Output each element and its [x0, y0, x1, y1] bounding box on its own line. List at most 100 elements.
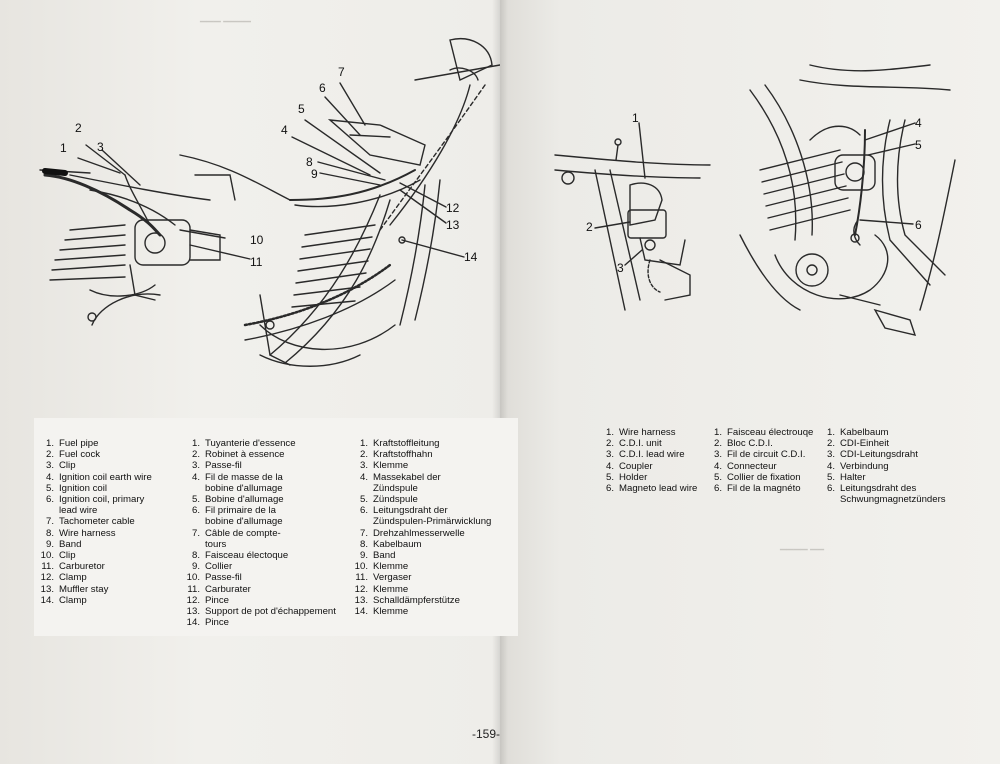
legend-item: 5.Collier de fixation	[713, 471, 801, 483]
legend-item: 1.Tuyanterie d'essence	[191, 438, 296, 449]
legend-item: 5.Holder	[605, 471, 648, 483]
legend-item: 3.Passe-fil	[191, 460, 242, 472]
legend-item: 6.Ignition coil, primary	[45, 494, 145, 506]
legend-item-continuation: bobine d'allumage	[205, 482, 283, 494]
legend-item: 9.Band	[45, 538, 82, 550]
legend-item: 2.Bloc C.D.I.	[713, 438, 773, 450]
legend-item: 3.Klemme	[359, 460, 409, 472]
legend-item: 2.Kraftstoffhahn	[359, 449, 433, 461]
callout-13: 13	[446, 218, 460, 232]
callout-1: 1	[632, 111, 639, 125]
callout-9: 9	[311, 167, 318, 181]
legend-item: 11.Carburater	[187, 583, 251, 595]
legend-item: 1.Wire harness	[605, 427, 676, 438]
legend-item: 8.Wire harness	[45, 527, 116, 539]
legend-item: 12.Clamp	[40, 572, 87, 584]
legend-item: 1.Faisceau électrouqe	[713, 427, 814, 438]
legend-item: 5.Bobine d'allumage	[191, 494, 284, 506]
legend-item: 10.Klemme	[354, 561, 409, 573]
callout-14: 14	[464, 250, 478, 264]
legend-item: 7.Drehzahlmesserwelle	[359, 527, 465, 539]
callout-2: 2	[75, 121, 82, 135]
legend-item: 6.Magneto lead wire	[605, 483, 698, 495]
legend-item-continuation: Zündspule	[373, 482, 418, 494]
callout-3: 3	[617, 261, 624, 275]
callout-8: 8	[306, 155, 313, 169]
legend-item-continuation: Schwungmagnetzünders	[840, 494, 946, 506]
page-number: -159-	[472, 727, 501, 741]
legend-item: 5.Zündspule	[359, 494, 418, 506]
legend-item: 3.CDI-Leitungsdraht	[826, 449, 918, 461]
legend-item: 2.C.D.I. unit	[605, 438, 662, 450]
legend-item: 4.Connecteur	[713, 460, 777, 472]
legend-item: 7.Tachometer cable	[45, 516, 135, 528]
legend-item: 14.Klemme	[354, 606, 409, 618]
legend-item: 13.Muffler stay	[40, 583, 109, 595]
legend-item: 13.Schalldämpferstütze	[354, 594, 460, 606]
left-wiring-diagram	[39, 38, 500, 367]
legend-item: 9.Collier	[191, 561, 233, 573]
legend-item: 4.Fil de masse de la	[191, 471, 283, 483]
legend-item: 4.Verbindung	[826, 460, 889, 472]
bleed-through-text: ▁▁▁ ▁▁▁▁	[200, 12, 251, 22]
legend-item-continuation: Zündspulen-Primärwicklung	[373, 516, 492, 528]
callout-7: 7	[338, 65, 345, 79]
legend-item: 12.Pince	[186, 594, 229, 606]
callout-6: 6	[915, 218, 922, 232]
legend-item: 4.Coupler	[605, 460, 653, 472]
callout-5: 5	[298, 102, 305, 116]
legend-item: 8.Kabelbaum	[359, 538, 422, 550]
right-legend-german: 1.Kabelbaum 2.CDI-Einheit 3.CDI-Leitungs…	[817, 427, 967, 505]
left-page	[0, 0, 500, 764]
right-legend-french: 1.Faisceau électrouqe 2.Bloc C.D.I. 3.Fi…	[704, 427, 824, 494]
legend-item-continuation: tours	[205, 538, 227, 550]
callout-10: 10	[250, 233, 264, 247]
legend-item: 11.Carburetor	[41, 561, 105, 573]
legend-item-continuation: bobine d'allumage	[205, 516, 283, 528]
legend-item: 5.Ignition coil	[45, 482, 107, 494]
legend-item: 3.C.D.I. lead wire	[605, 449, 685, 461]
legend-item: 4.Ignition coil earth wire	[45, 471, 152, 483]
legend-item: 10.Clip	[40, 550, 76, 562]
legend-item: 2.Robinet à essence	[191, 449, 285, 461]
legend-item: 1.Kabelbaum	[826, 427, 889, 438]
left-legend-german: 1.Kraftstoffleitung 2.Kraftstoffhahn 3.K…	[350, 438, 510, 617]
legend-item: 1.Kraftstoffleitung	[359, 438, 440, 449]
right-legend-english: 1.Wire harness 2.C.D.I. unit 3.C.D.I. le…	[596, 427, 711, 494]
legend-item: 4.Massekabel der	[359, 471, 441, 483]
bleed-through-text: ▁▁▁▁ ▁▁	[780, 540, 825, 550]
callout-4: 4	[281, 123, 288, 137]
right-page	[500, 0, 1000, 764]
legend-item: 8.Faisceau électoque	[191, 550, 289, 562]
right-wiring-diagram	[554, 64, 956, 336]
left-legend-french: 1.Tuyanterie d'essence 2.Robinet à essen…	[182, 438, 357, 628]
legend-item: 6.Leitungsdraht des	[826, 483, 917, 495]
left-legend-panel	[34, 418, 518, 636]
legend-item: 14.Clamp	[40, 594, 87, 606]
legend-item: 3.Clip	[45, 460, 76, 472]
callout-2: 2	[586, 220, 593, 234]
legend-item: 9.Band	[359, 550, 396, 562]
legend-item: 3.Fil de circuit C.D.I.	[713, 449, 806, 461]
legend-item: 14.Pince	[186, 617, 229, 629]
legend-item: 6.Leitungsdraht der	[359, 505, 448, 517]
callout-5: 5	[915, 138, 922, 152]
legend-item: 11.Vergaser	[355, 572, 412, 584]
legend-item: 10.Passe-fil	[186, 572, 242, 584]
legend-item: 6.Fil primaire de la	[191, 505, 276, 517]
legend-item: 2.CDI-Einheit	[826, 438, 890, 450]
legend-item: 6.Fil de la magnéto	[713, 483, 801, 495]
legend-item: 7.Câble de compte-	[191, 527, 281, 539]
callout-12: 12	[446, 201, 460, 215]
callout-1: 1	[60, 141, 67, 155]
legend-item: 12.Klemme	[354, 583, 409, 595]
legend-item: 2.Fuel cock	[45, 449, 101, 461]
legend-item: 5.Halter	[826, 471, 866, 483]
legend-item: 1.Fuel pipe	[45, 438, 99, 449]
callout-6: 6	[319, 81, 326, 95]
legend-item: 13.Support de pot d'échappement	[186, 606, 336, 618]
callout-4: 4	[915, 116, 922, 130]
callout-11: 11	[250, 255, 263, 269]
left-legend-english: 1.Fuel pipe 2.Fuel cock 3.Clip 4.Ignitio…	[36, 438, 186, 606]
legend-item-continuation: lead wire	[59, 505, 98, 517]
